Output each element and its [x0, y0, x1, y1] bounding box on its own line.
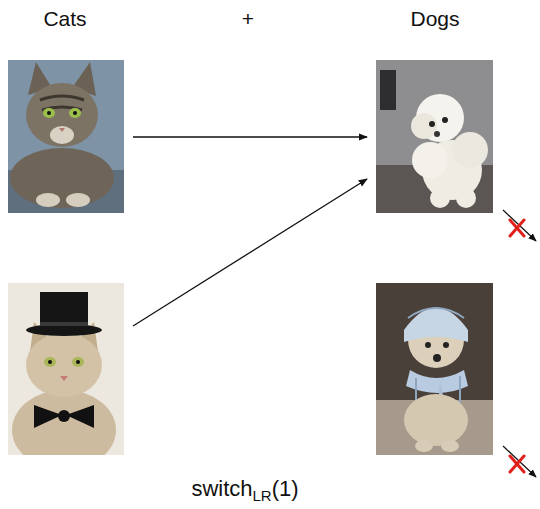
blocked-arrow	[503, 210, 536, 241]
arrow	[133, 179, 367, 326]
red-cross	[510, 456, 524, 472]
red-cross	[510, 220, 524, 236]
column-heading: Dogs	[410, 8, 459, 29]
arrow	[133, 136, 367, 137]
column-heading: Cats	[43, 8, 86, 29]
function-name: switch	[191, 476, 252, 501]
cat-photo	[8, 283, 124, 455]
dog-photo	[376, 283, 493, 455]
dog-photo	[376, 60, 493, 213]
cat-photo	[8, 60, 124, 213]
plus-sign: +	[242, 8, 254, 29]
caption-formula: switchLR(1)	[191, 478, 298, 503]
subscript: LR	[253, 487, 272, 504]
argument: (1)	[272, 476, 299, 501]
blocked-arrow	[503, 446, 536, 477]
